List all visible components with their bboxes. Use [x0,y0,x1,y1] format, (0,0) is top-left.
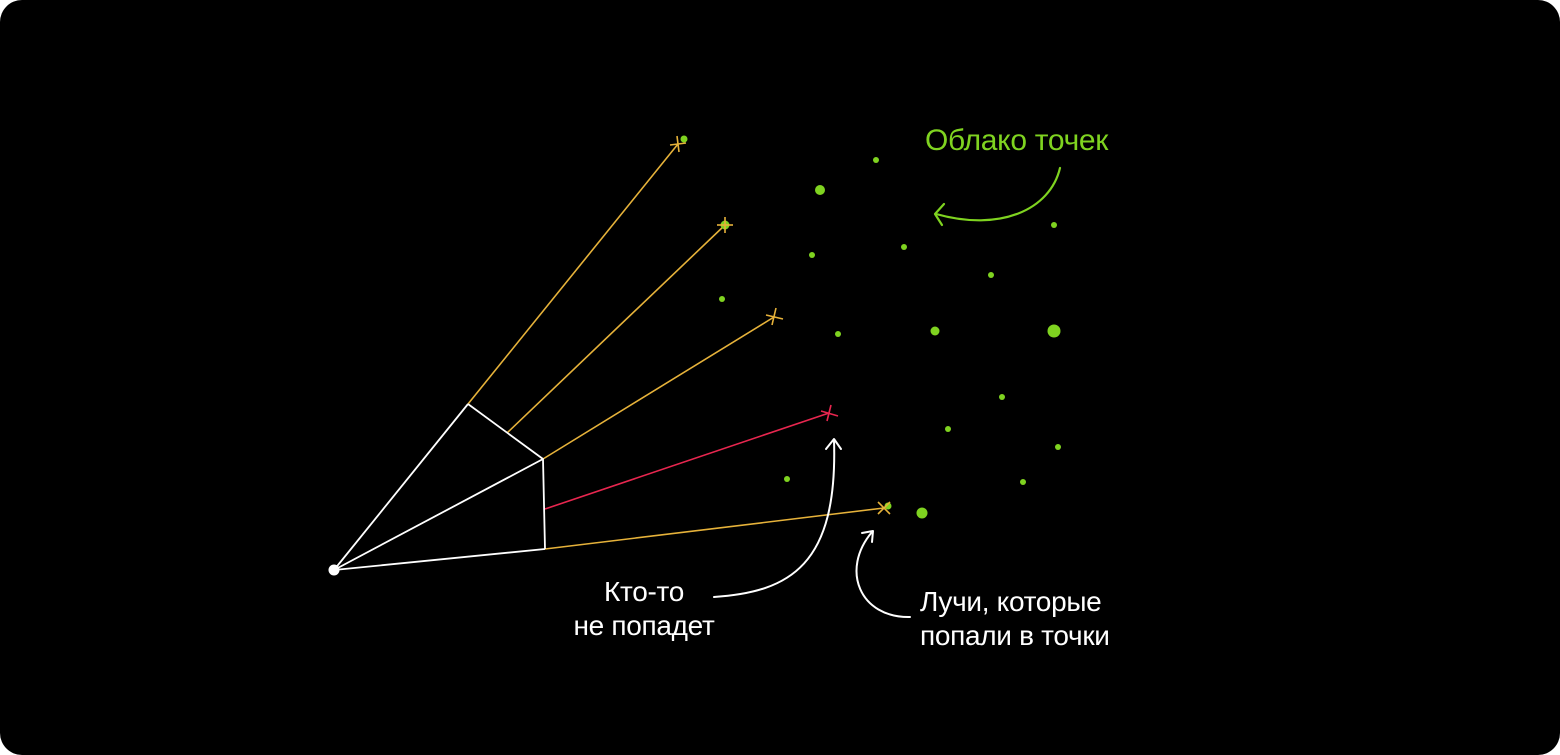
point [884,502,892,510]
point [945,426,951,432]
point-cloud [680,135,1061,519]
camera-origin-icon [328,564,340,576]
hit-label-line-2: попали в точки [920,620,1110,651]
point [719,296,725,302]
point [988,272,994,278]
miss-label-line-1: Кто-то [604,576,684,607]
point [999,394,1005,400]
point [901,244,907,250]
point [1051,222,1057,228]
point [1055,444,1061,450]
cross-marker [717,217,733,233]
diagram-title: Облако точек [925,124,1109,157]
point [1047,324,1061,338]
hit-label: Лучи, которые попали в точки [920,585,1110,653]
title-arrow-icon [933,166,1062,227]
camera-frustum [333,403,546,571]
cross-marker [820,404,839,422]
cross-marker [765,307,784,326]
cross-marker [669,135,687,153]
point [784,476,790,482]
ray-hit-4 [544,507,885,550]
miss-label-line-2: не попадет [573,610,715,641]
hit-label-line-1: Лучи, которые [920,586,1102,617]
point [809,252,815,258]
point [835,331,841,337]
point [873,157,879,163]
ray-miss [544,412,830,510]
point [680,135,688,143]
miss-annotation-arrow-icon [713,438,842,598]
point [1020,479,1026,485]
point [916,507,928,519]
hit-annotation-arrow-icon [855,530,911,619]
ray-end-markers [669,135,891,515]
point [815,185,825,195]
ray-hit-3 [542,316,775,460]
ray-hit-2 [506,224,726,434]
miss-label: Кто-то не попадет [544,575,744,643]
rays [467,143,885,550]
ray-hit-1 [467,143,679,405]
point [930,326,940,336]
cross-marker [877,501,891,515]
